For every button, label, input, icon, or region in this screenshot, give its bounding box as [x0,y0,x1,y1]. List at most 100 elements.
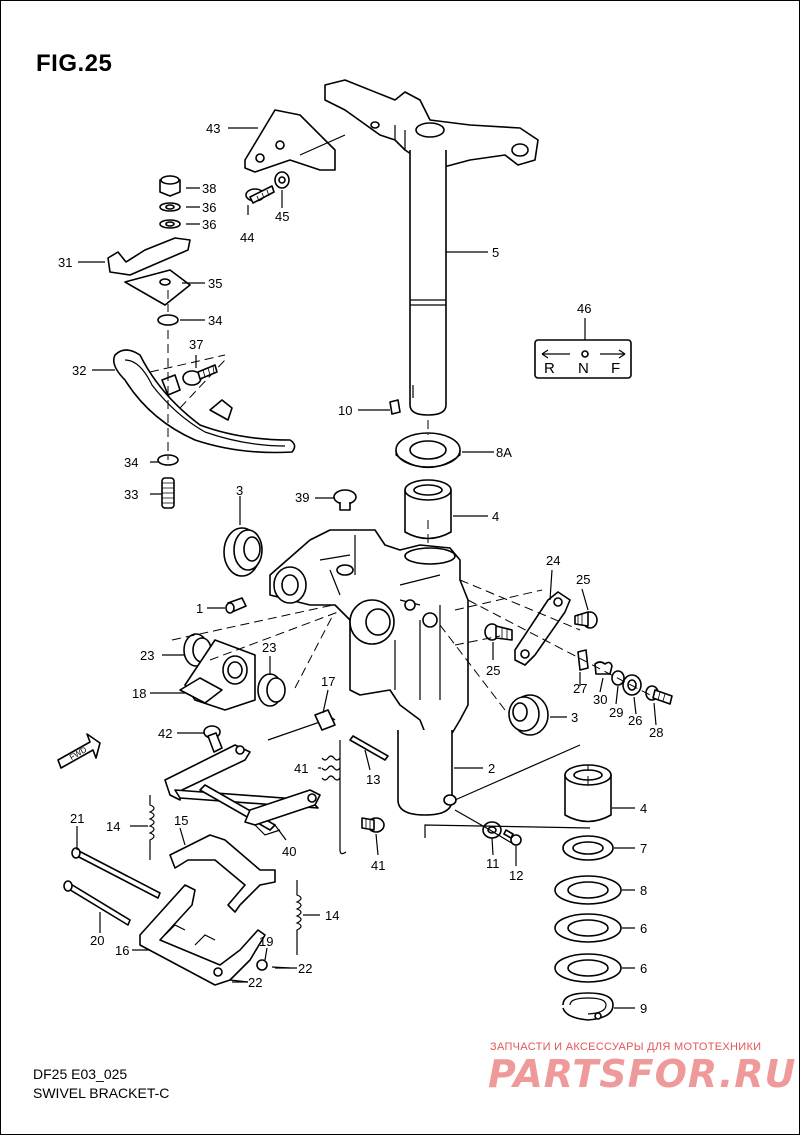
callout-23b: 23 [262,640,277,655]
callout-31: 31 [58,255,73,270]
callout-41a: 41 [294,761,309,776]
lower-bushing-washer-stack-drawing [554,764,622,1021]
callout-39: 39 [295,490,310,505]
shift-sign-46-drawing [534,318,632,379]
callout-6a: 6 [640,921,648,936]
callout-12: 12 [509,868,524,883]
callout-29: 29 [609,705,624,720]
callout-6b: 6 [640,961,648,976]
bolt-41-drawing [361,817,385,833]
callout-44: 44 [240,230,255,245]
callout-24: 24 [546,553,561,568]
callout-26: 26 [628,713,643,728]
callout-40: 40 [282,844,297,859]
spring-17-rod-13-drawing [267,709,389,855]
callout-19: 19 [259,934,274,949]
bolt-42-drawing [203,725,223,753]
callout-18: 18 [132,686,147,701]
steering-shaft-drawing [409,150,447,416]
tilt-bracket-16-drawing [139,884,266,986]
callout-34b: 34 [124,455,139,470]
key-10-drawing [389,399,401,415]
callout-3b: 3 [571,710,579,725]
callout-8: 8 [640,883,648,898]
callout-3a: 3 [236,483,244,498]
callout-23a: 23 [140,648,155,663]
callout-leader-lines [76,127,657,1009]
callout-17: 17 [321,674,336,689]
plate-18-drawing [179,639,256,711]
callout-25b: 25 [486,663,501,678]
callout-5: 5 [492,245,500,260]
callout-15: 15 [174,813,189,828]
sign-letter-n: N [578,360,589,377]
callout-35: 35 [208,276,223,291]
callout-21: 21 [70,811,85,826]
figure-title: FIG.25 [36,50,113,77]
callout-45: 45 [275,209,290,224]
sign-letter-f: F [611,360,621,377]
assembly-dashed-lines [171,420,651,846]
cap-39-drawing [333,489,357,511]
steering-arm-drawing [324,79,539,169]
throttle-guide-32-drawing [112,349,296,454]
callout-2: 2 [488,761,496,776]
bushing-4-top-drawing [404,479,452,540]
bushing-3-right-drawing [508,694,549,736]
sign-letter-r: R [544,360,555,377]
callout-4b: 4 [640,801,648,816]
bracket-43-drawing [244,109,346,204]
collar-11-screw-12-drawing [482,821,522,846]
callout-43: 43 [206,121,221,136]
callout-36a: 36 [202,200,217,215]
callout-10: 10 [338,403,353,418]
callout-46: 46 [577,301,592,316]
watermark-tagline: ЗАПЧАСТИ И АКСЕССУАРЫ ДЛЯ МОТОТЕХНИКИ [490,1041,762,1053]
callout-1: 1 [196,601,204,616]
callout-36b: 36 [202,217,217,232]
lever-31-drawing [107,237,191,306]
figure-name: SWIVEL BRACKET-C [33,1085,170,1101]
spring-14-right-drawing [295,880,302,955]
callout-9: 9 [640,1001,648,1016]
tilt-frame-40-drawing [164,744,321,836]
callout-33: 33 [124,487,139,502]
callout-22b: 22 [248,975,263,990]
callout-16: 16 [115,943,130,958]
nut-washer-stack-drawing [159,175,181,229]
bolt-37-drawing [182,364,218,386]
bushing-23-drawing [183,633,286,707]
swivel-bracket-drawing [269,529,469,746]
callout-20: 20 [90,933,105,948]
callout-7: 7 [640,841,648,856]
bushing-3-left-drawing [223,527,263,577]
stud-33-drawing [161,477,175,509]
callout-41b: 41 [371,858,386,873]
grease-nipple-1-drawing [225,597,247,614]
spring-14-left-drawing [148,795,155,860]
fwd-arrow-drawing [57,733,101,769]
callout-8a: 8A [496,445,512,460]
callout-38: 38 [202,181,217,196]
callout-11: 11 [486,856,500,871]
callout-14b: 14 [325,908,340,923]
callout-37: 37 [189,337,204,352]
callout-32: 32 [72,363,87,378]
callout-4a: 4 [492,509,500,524]
lever-15-drawing [169,834,276,913]
watermark-logo-text: PARTSFOR.RU [488,1052,797,1096]
callout-30: 30 [593,692,608,707]
callout-14a: 14 [106,819,121,834]
callout-25a: 25 [576,572,591,587]
thrust-washer-8a-drawing [395,432,461,468]
callout-13: 13 [366,772,381,787]
figure-code: DF25 E03_025 [33,1066,128,1082]
pins-21-20-drawing [63,847,161,926]
swivel-tube-2-drawing [397,730,457,816]
callout-42: 42 [158,726,173,741]
arm-24-drawing [484,591,598,666]
callout-34a: 34 [208,313,223,328]
callout-27: 27 [573,681,588,696]
